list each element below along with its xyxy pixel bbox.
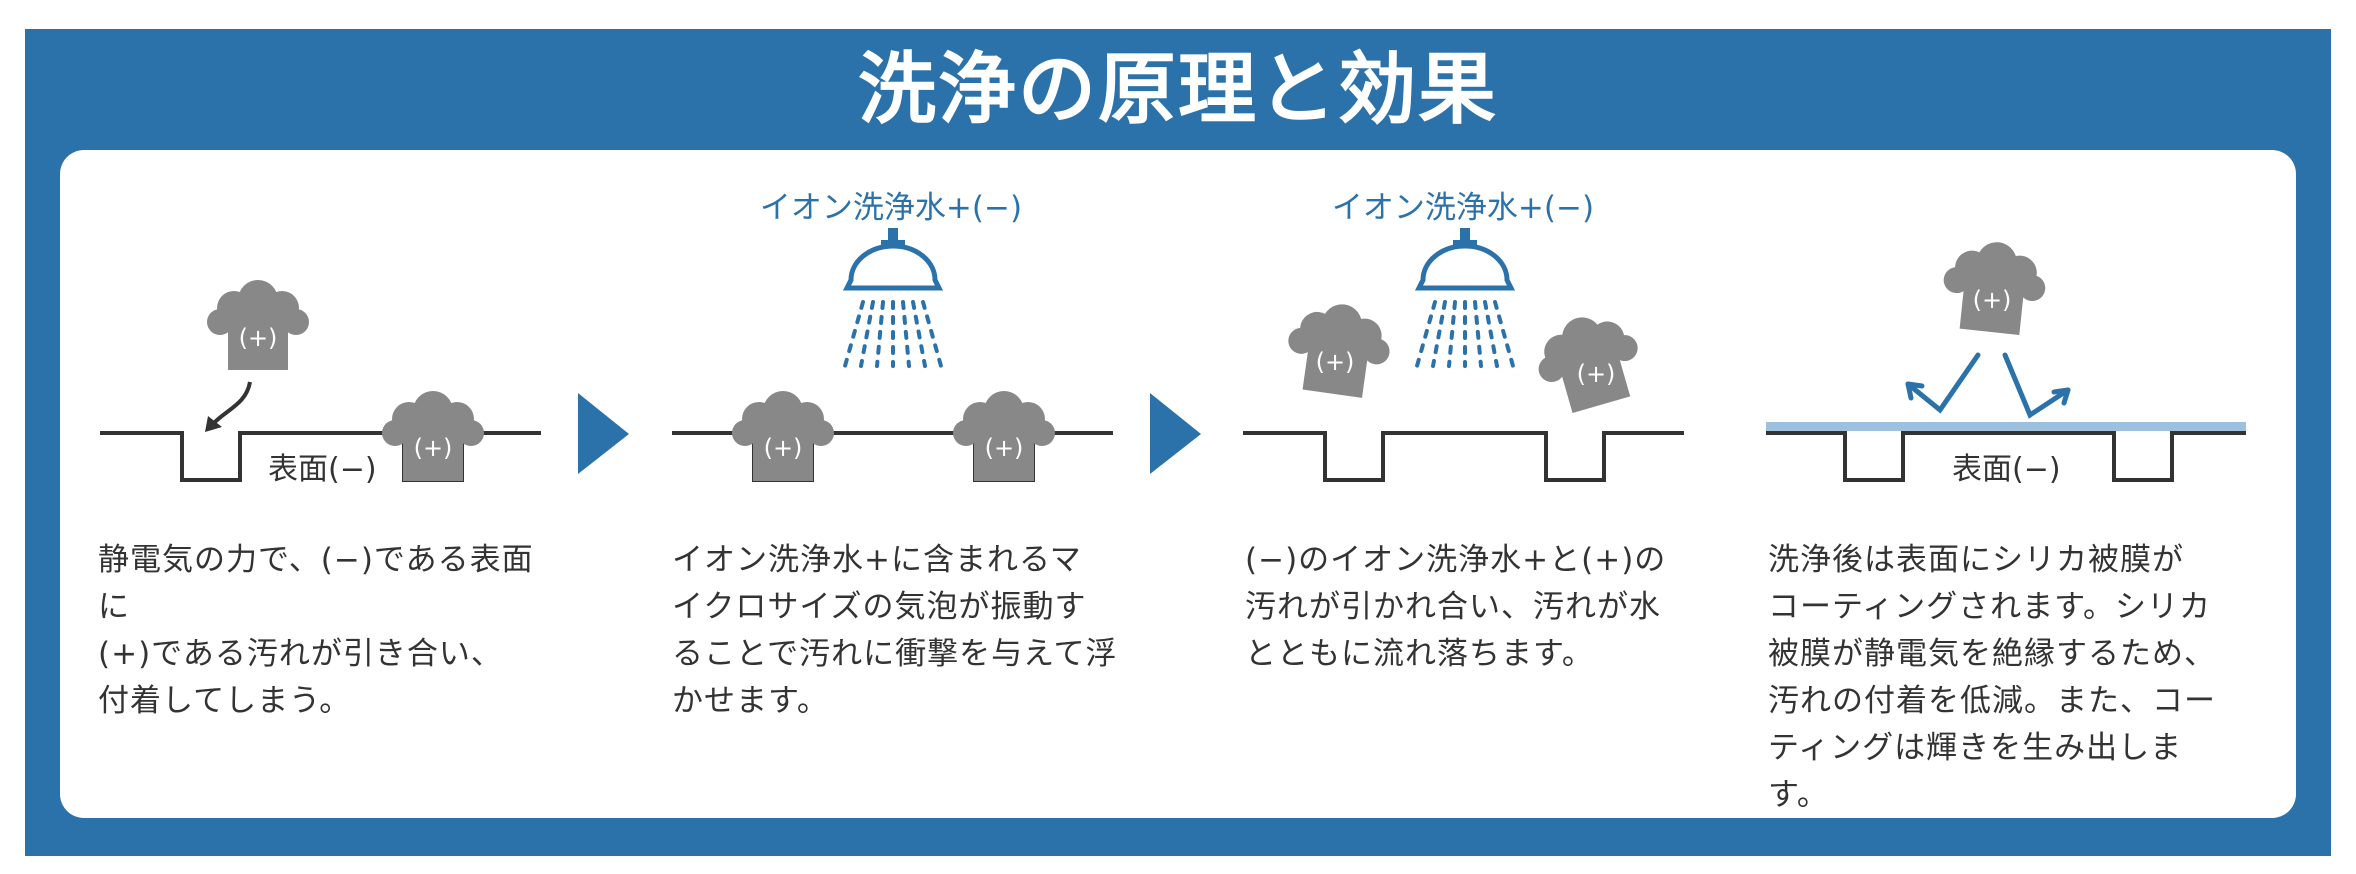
surface-line-3	[1243, 431, 1684, 482]
ion-water-label: イオン洗浄水+(−)	[1332, 190, 1594, 226]
dirt-label: (+)	[985, 434, 1024, 462]
dirt-label: (+)	[414, 434, 453, 462]
step-1-description: 静電気の力で、(−)である表面に (+)である汚れが引き合い、 付着してしまう。	[98, 542, 534, 719]
step-3-description: (−)のイオン洗浄水+と(+)の 汚れが引かれ合い、汚れが水 とともに流れ落ちま…	[1245, 542, 1667, 672]
arrowhead	[205, 416, 222, 432]
shower-icon	[1417, 228, 1513, 366]
bounce-arrows	[1905, 352, 2071, 419]
shower-icon	[845, 228, 941, 366]
surface-line-4	[1766, 431, 2246, 482]
content-panel	[60, 150, 2296, 818]
step-2-description: イオン洗浄水+に含まれるマ イクロサイズの気泡が振動す ることで汚れに衝撃を与え…	[672, 542, 1118, 719]
dirt-label: (+)	[1973, 286, 2012, 314]
curved-arrow-icon	[210, 381, 252, 427]
surface-label: 表面(−)	[1952, 452, 2061, 487]
arrow-right-icon	[578, 393, 629, 474]
arrow-right-icon	[1150, 393, 1201, 474]
dirt-label: (+)	[239, 324, 278, 352]
dirt-label: (+)	[1577, 360, 1616, 388]
dirt-label: (+)	[764, 434, 803, 462]
surface-label: 表面(−)	[268, 452, 377, 487]
dirt-label: (+)	[1316, 348, 1355, 376]
ion-water-label: イオン洗浄水+(−)	[760, 190, 1022, 226]
step-4-description: 洗浄後は表面にシリカ被膜が コーティングされます。シリカ 被膜が静電気を絶縁する…	[1768, 542, 2216, 813]
page-title: 洗浄の原理と効果	[857, 45, 1498, 135]
silica-coating	[1766, 422, 2246, 431]
